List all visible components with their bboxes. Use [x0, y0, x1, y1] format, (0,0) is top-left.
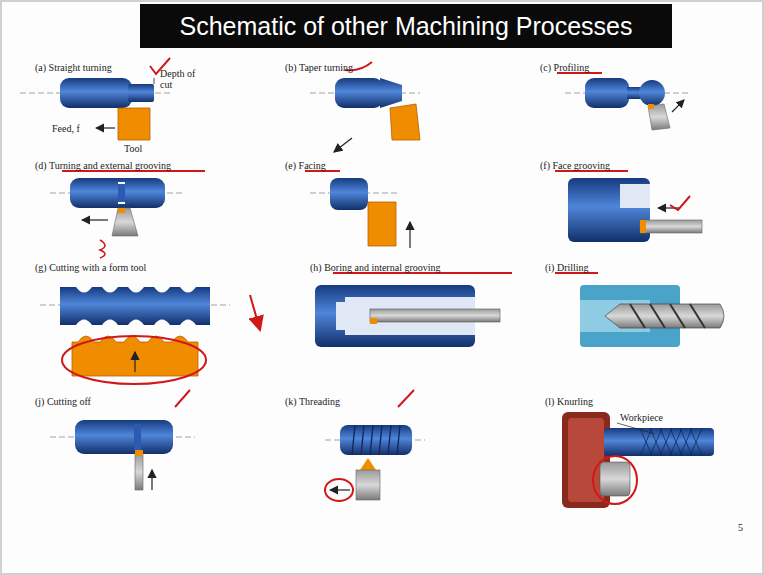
process-label: (c) Profiling — [540, 62, 589, 73]
process-label: (l) Knurling — [545, 396, 593, 407]
dimension-label: Depth of cut — [160, 68, 196, 90]
process-label: (b) Taper turning — [285, 62, 353, 73]
process-label: (d) Turning and external grooving — [35, 160, 171, 171]
page-number: 5 — [738, 522, 743, 533]
process-label: (e) Facing — [285, 160, 326, 171]
process-label: (a) Straight turning — [35, 62, 112, 73]
process-label: (j) Cutting off — [35, 396, 91, 407]
process-label: (g) Cutting with a form tool — [35, 262, 146, 273]
process-label: (h) Boring and internal grooving — [310, 262, 441, 273]
process-label: (i) Drilling — [545, 262, 589, 273]
process-label: (k) Threading — [285, 396, 340, 407]
process-label: (f) Face grooving — [540, 160, 610, 171]
part-label: Tool — [124, 143, 142, 154]
title-banner: Schematic of other Machining Processes — [140, 4, 672, 48]
part-label: Workpiece — [620, 412, 663, 423]
feed-label: Feed, f — [52, 123, 80, 134]
slide-title: Schematic of other Machining Processes — [180, 12, 633, 41]
